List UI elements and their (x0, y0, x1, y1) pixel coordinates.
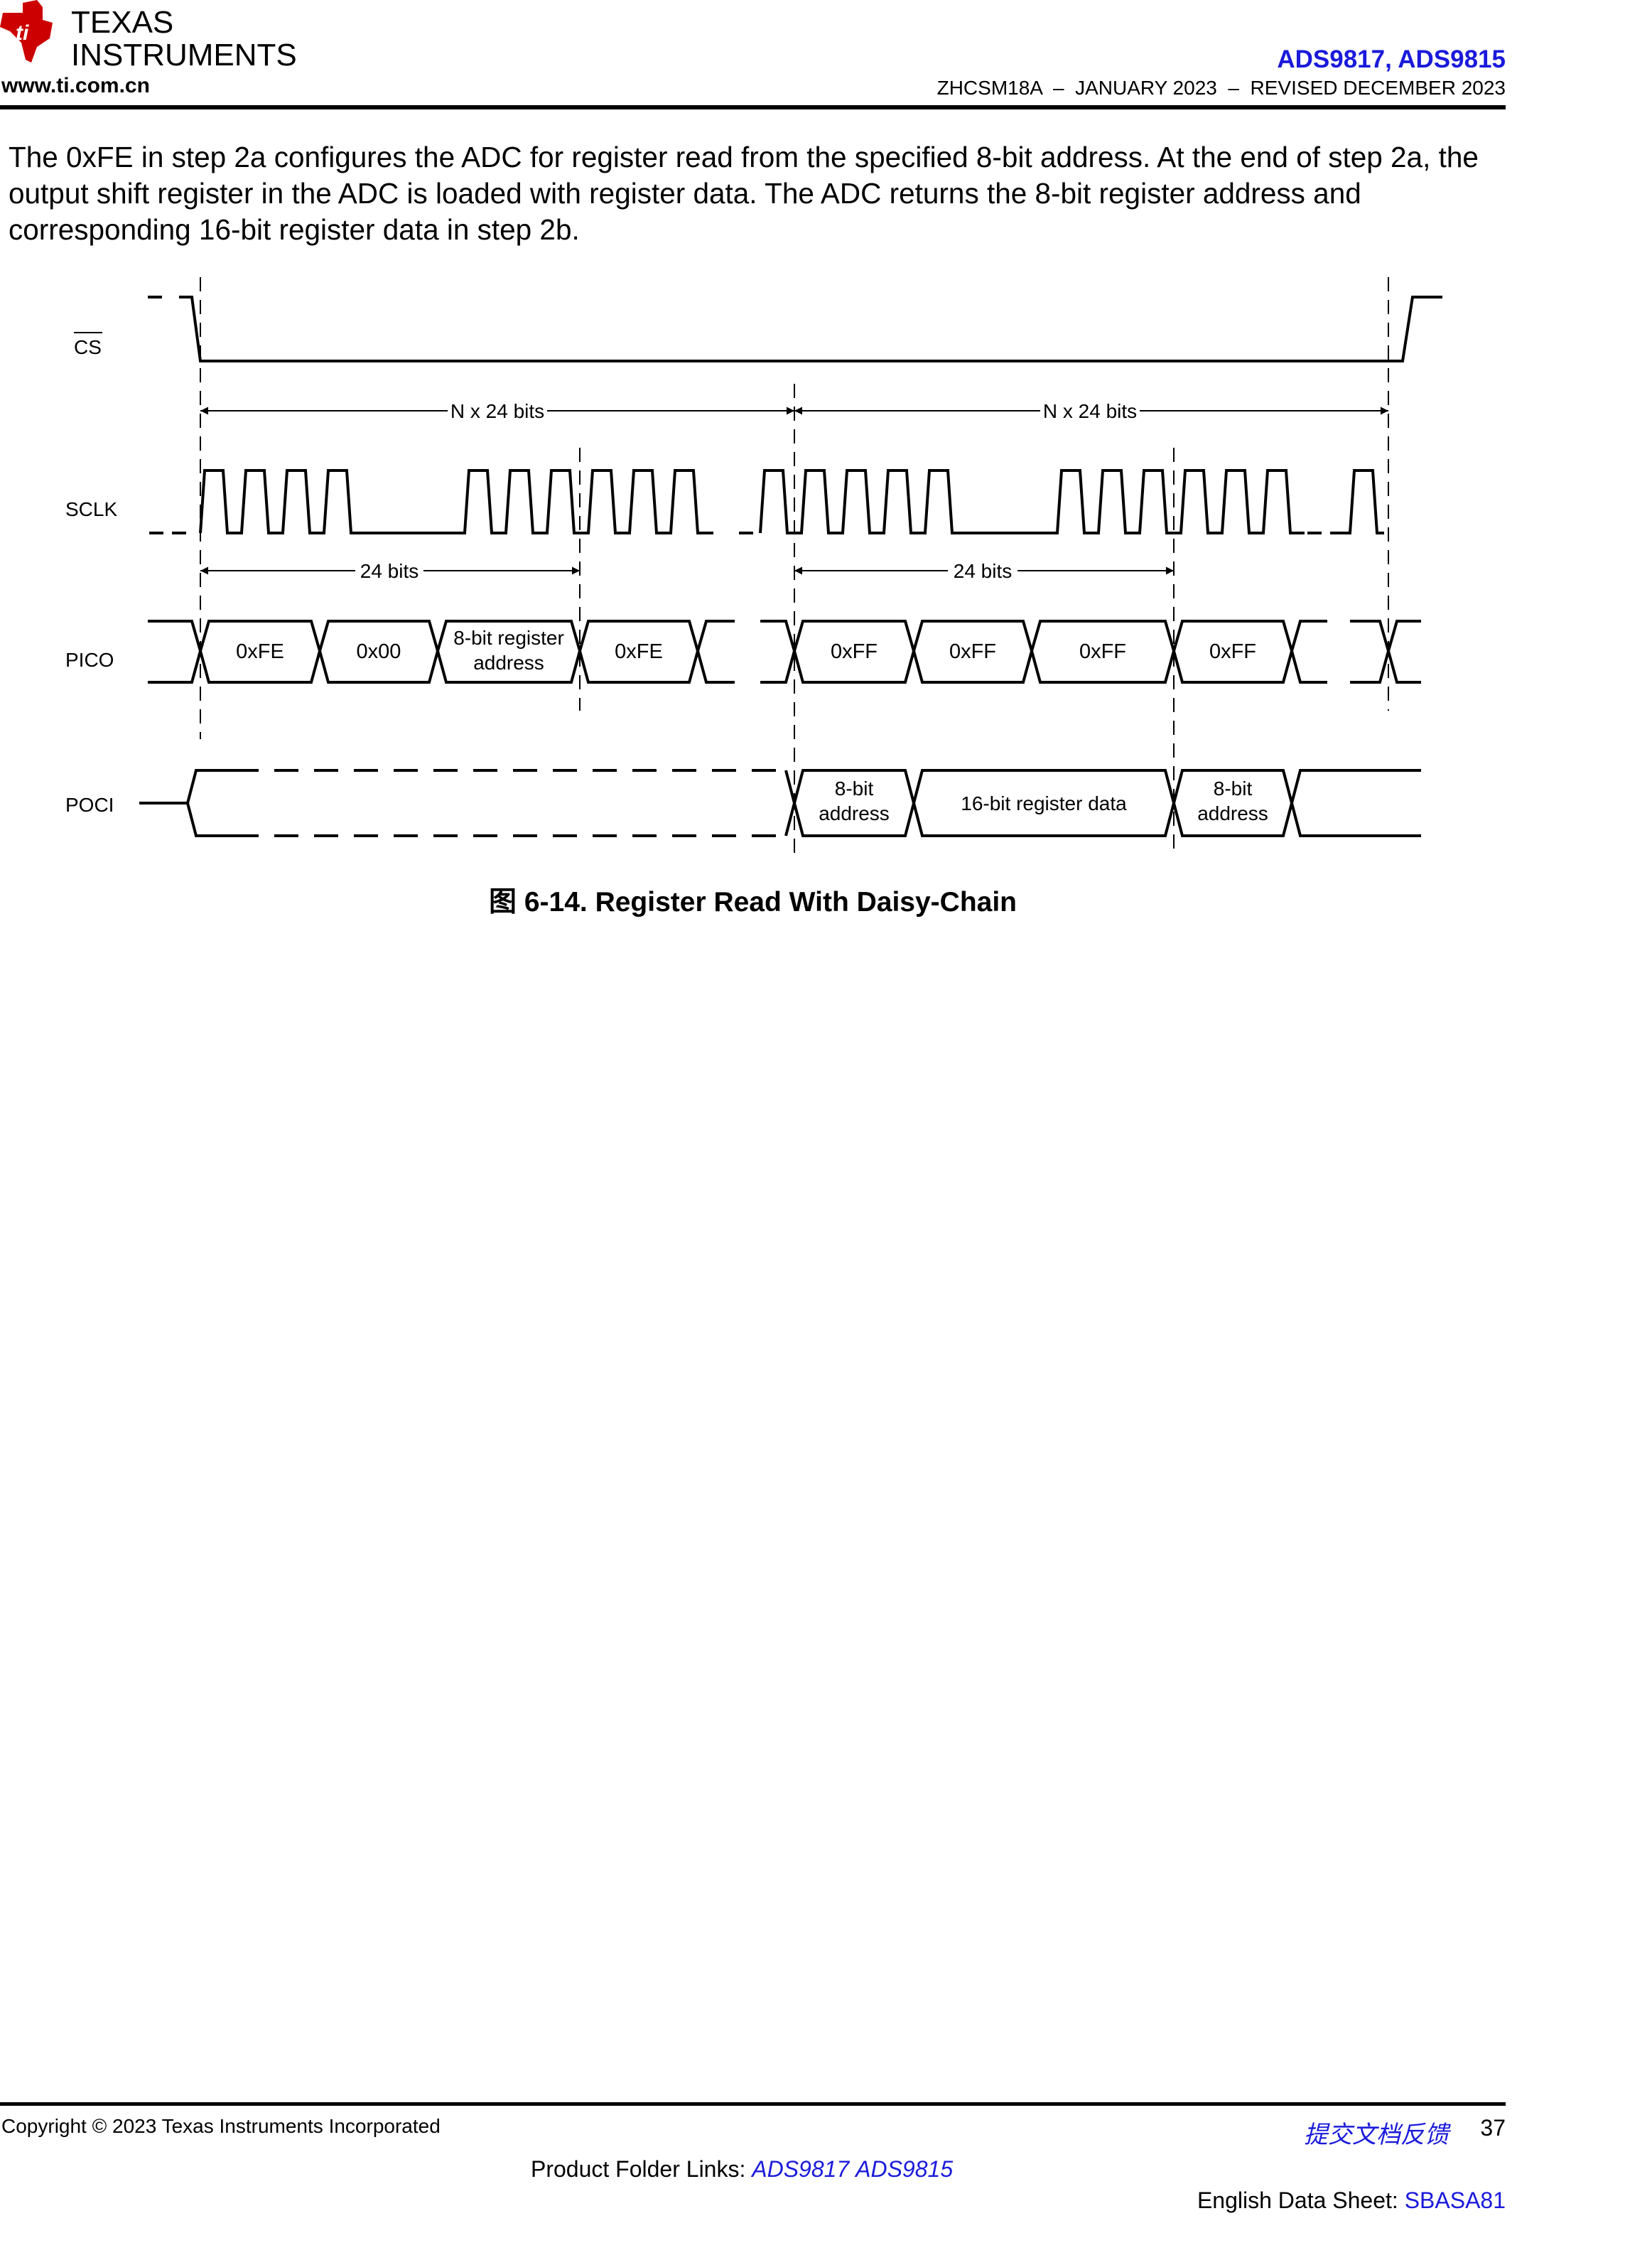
signal-label-poci: POCI (65, 794, 114, 816)
english-datasheet-label: English Data Sheet: (1197, 2188, 1405, 2213)
frame-span-right-label: N x 24 bits (1043, 400, 1137, 422)
product-folder-links: Product Folder Links: ADS9817 ADS9815 (531, 2156, 953, 2183)
english-datasheet-link[interactable]: SBASA81 (1404, 2188, 1506, 2213)
pico-cell-0xff-3: 0xFF (1079, 640, 1126, 663)
pico-cell-0xff-1: 0xFF (831, 640, 878, 663)
poci-bus (139, 769, 1421, 837)
pico-cell-0xfe-2: 0xFE (615, 640, 663, 663)
body-paragraph: The 0xFE in step 2a configures the ADC f… (9, 141, 1479, 246)
svg-text:ti: ti (16, 21, 29, 45)
poci-cell-address-1-line2: address (819, 802, 890, 824)
site-url[interactable]: www.ti.com.cn (1, 74, 150, 97)
frame-span-left-label: N x 24 bits (450, 400, 544, 422)
poci-cell-register-data: 16-bit register data (961, 792, 1127, 814)
signal-label-cs: CS (74, 336, 102, 358)
pico-cell-0xfe: 0xFE (236, 640, 284, 663)
frame-span-left: N x 24 bits (200, 400, 794, 422)
product-link-ads9817[interactable]: ADS9817 (752, 2156, 850, 2182)
footer-divider (0, 2102, 1506, 2106)
cs-waveform (148, 296, 1442, 362)
logo-text-line2: INSTRUMENTS (71, 38, 297, 71)
figure-caption: 图 6-14. Register Read With Daisy-Chain (489, 887, 1017, 918)
word-span-left-label: 24 bits (360, 560, 419, 582)
sclk-waveform (149, 469, 1384, 534)
poci-cell-address-2-line2: address (1197, 802, 1268, 824)
page-number: 37 (1480, 2115, 1506, 2141)
poci-cell-address-1-line1: 8-bit (835, 777, 874, 800)
pico-cell-0x00: 0x00 (357, 640, 401, 663)
pico-cell-register-address-line2: address (473, 652, 544, 674)
frame-span-right: N x 24 bits (794, 400, 1388, 422)
document-title[interactable]: ADS9817, ADS9815 (1277, 45, 1506, 73)
copyright-notice: Copyright © 2023 Texas Instruments Incor… (1, 2115, 441, 2137)
pico-cell-register-address-line1: 8-bit register (453, 627, 564, 649)
pico-cell-0xff-2: 0xFF (949, 640, 996, 663)
word-span-left: 24 bits (200, 560, 580, 582)
signal-label-pico: PICO (65, 649, 114, 671)
word-span-right-label: 24 bits (954, 560, 1013, 582)
texas-instruments-logo: ti TEXAS INSTRUMENTS (0, 0, 297, 71)
product-folder-label: Product Folder Links: (531, 2156, 752, 2182)
poci-cell-address-2-line1: 8-bit (1214, 777, 1253, 800)
word-span-right: 24 bits (794, 560, 1174, 582)
document-revision-info: ZHCSM18A – JANUARY 2023 – REVISED DECEMB… (936, 77, 1506, 99)
pico-bus (148, 620, 1421, 684)
english-datasheet: English Data Sheet: SBASA81 (1197, 2188, 1506, 2214)
logo-text-line1: TEXAS (71, 5, 173, 40)
signal-label-sclk: SCLK (65, 498, 117, 520)
ti-logo-icon (0, 0, 53, 63)
header-divider (0, 105, 1506, 109)
product-link-ads9815[interactable]: ADS9815 (855, 2156, 954, 2182)
timing-diagram: CS SCLK PICO POCI N x 24 bits N x 24 bit… (65, 277, 1442, 853)
submit-feedback-link[interactable]: 提交文档反馈 (1304, 2121, 1449, 2149)
pico-cell-0xff-4: 0xFF (1209, 640, 1256, 663)
